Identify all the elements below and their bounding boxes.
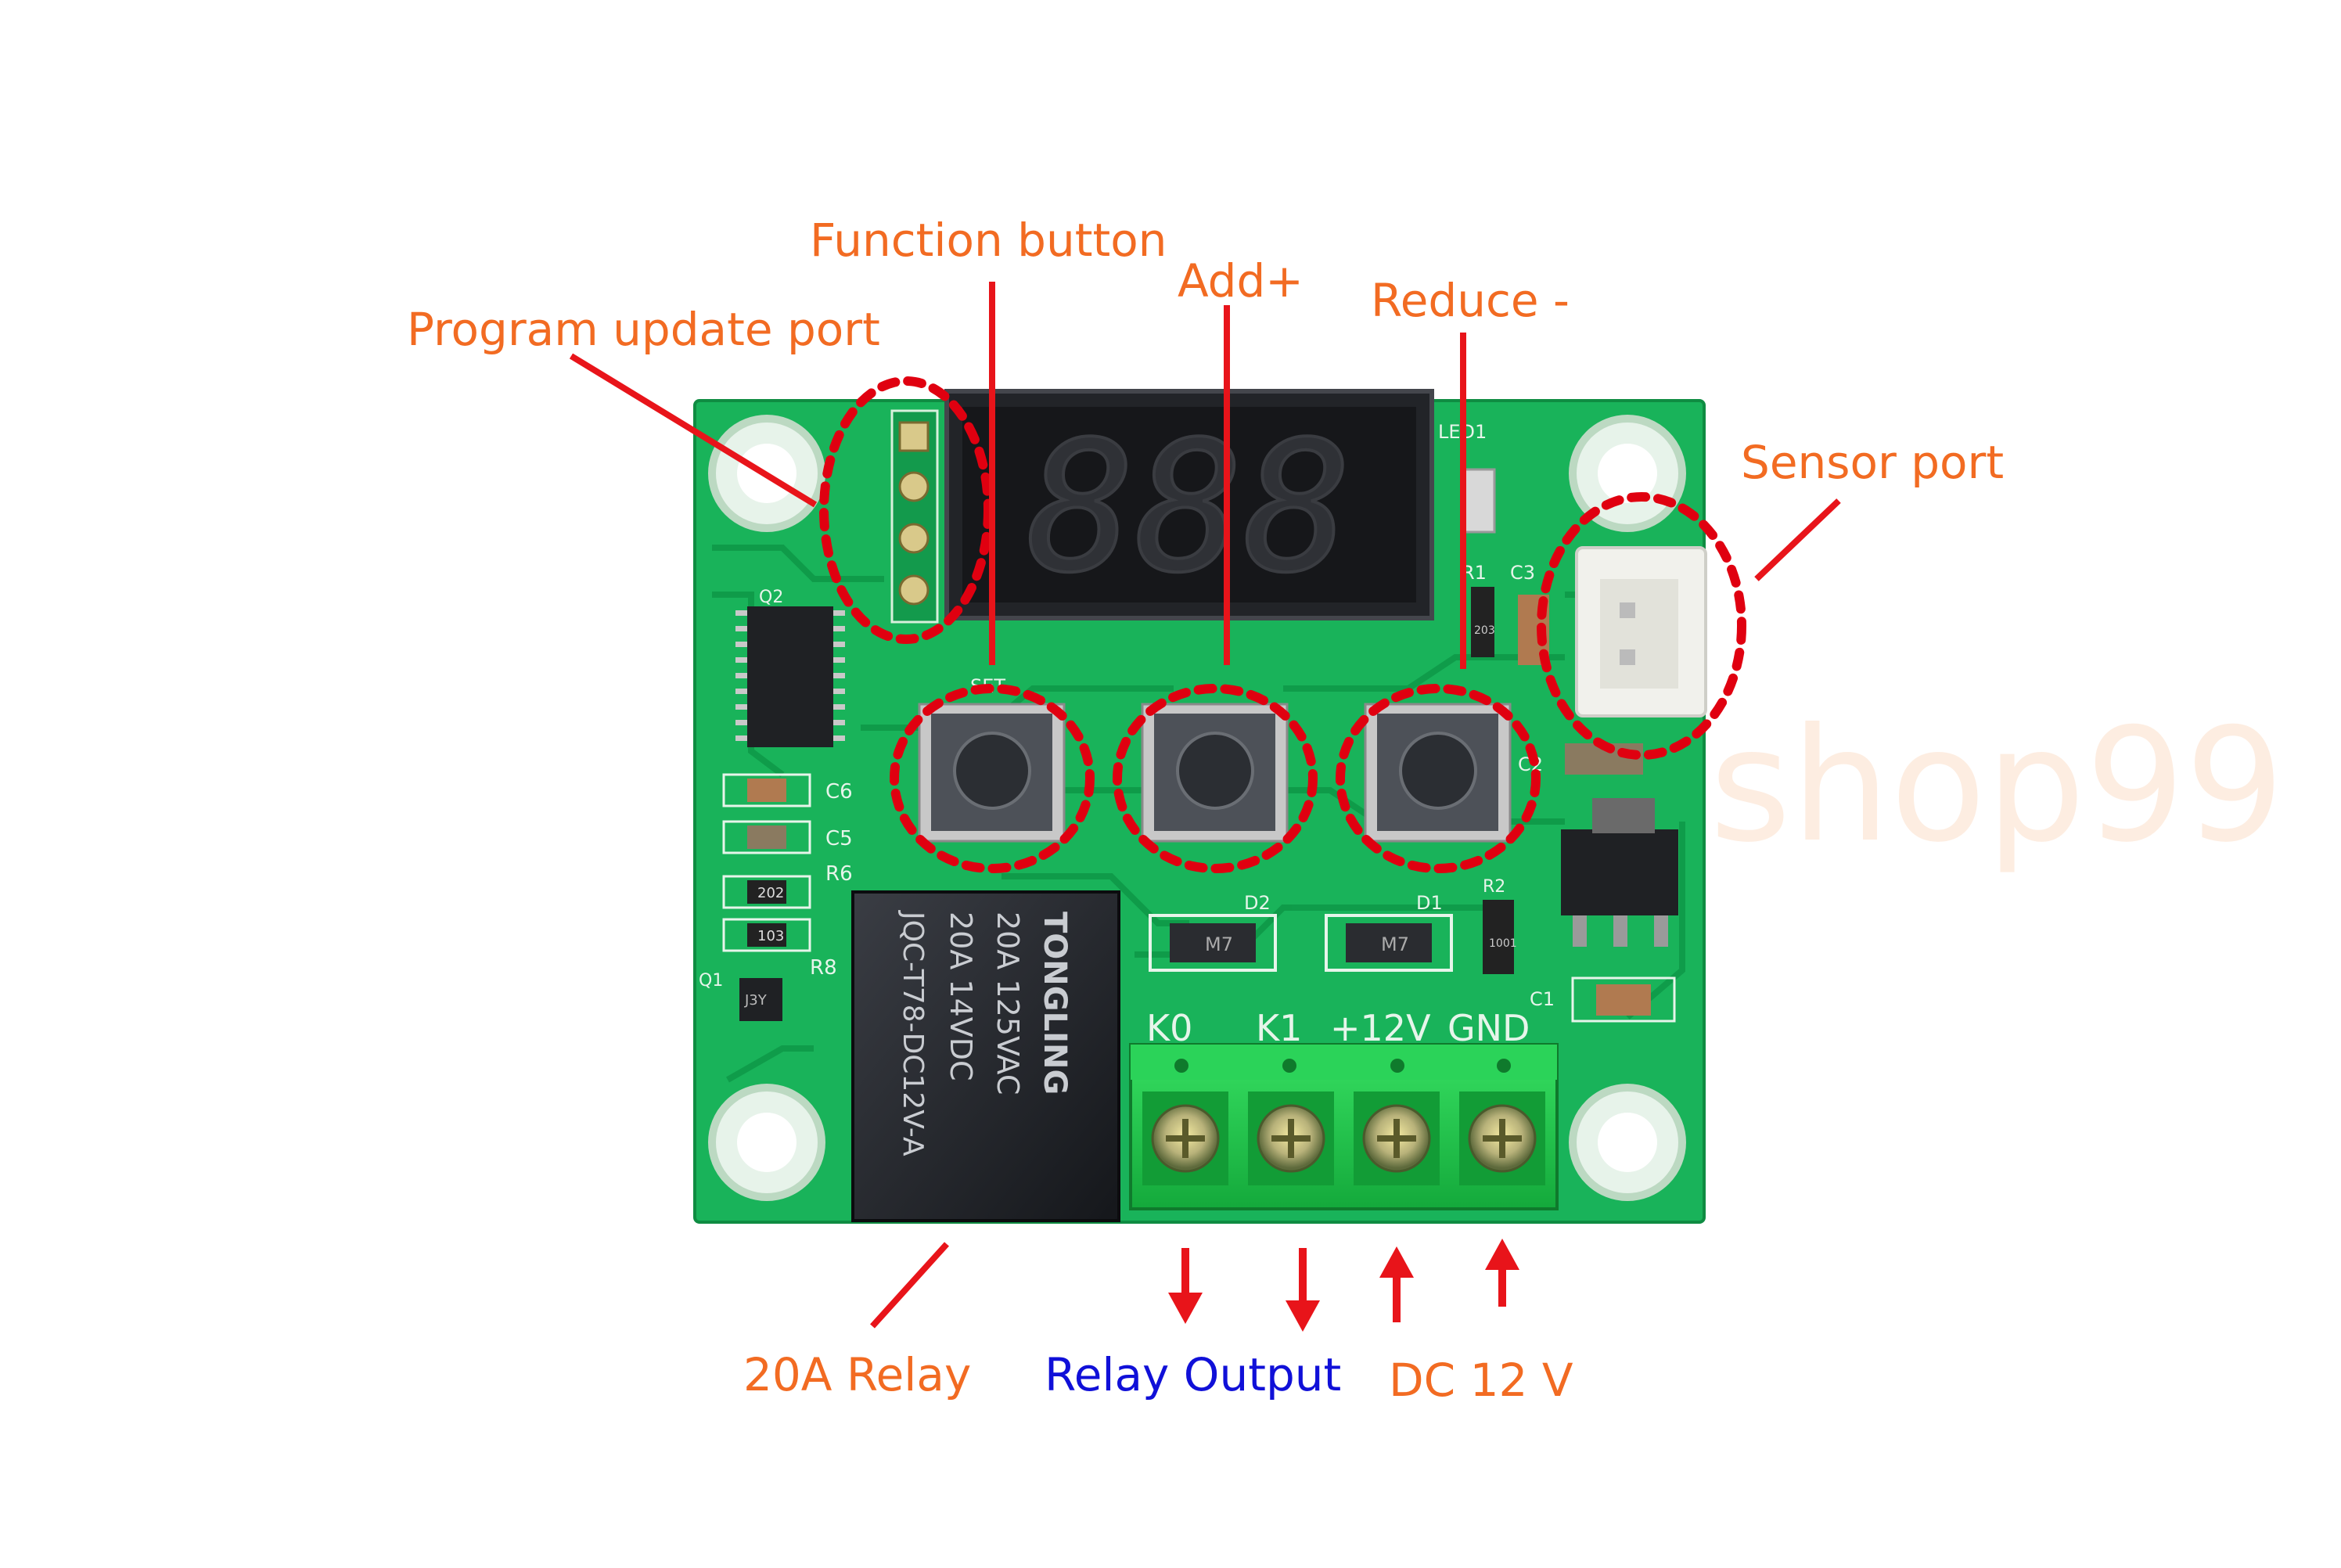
display-digits: 888 [1027, 404, 1351, 613]
silk-c1: C1 [1530, 988, 1555, 1010]
pointer-sensor-port [1754, 498, 1841, 581]
label-add: Add+ [1178, 254, 1304, 307]
header-pin-icon [898, 574, 930, 606]
button-cap-icon[interactable] [953, 732, 1031, 810]
tactile-button-add[interactable] [1141, 703, 1289, 843]
tactile-button-reduce[interactable] [1364, 703, 1512, 843]
dashed-highlights [819, 376, 1746, 873]
silk-q2: Q2 [759, 588, 783, 607]
arrow-down-k1-icon [1286, 1248, 1320, 1332]
silk-c5: C5 [825, 827, 853, 851]
button-cap-icon[interactable] [1399, 732, 1477, 810]
pointer-lines [569, 282, 1841, 1329]
arrow-up-12v-icon [1379, 1246, 1414, 1322]
label-20a-relay: 20A Relay [743, 1348, 972, 1401]
relay-rating-ac: 20A 125VAC [991, 912, 1025, 1095]
relay-model: JQC-T78-DC12V-A [897, 910, 929, 1156]
display-face [962, 407, 1416, 602]
silk-plus12v: +12V [1330, 1007, 1431, 1049]
terminal-screw-k1-icon[interactable] [1257, 1104, 1325, 1173]
sensor-port-highlight [1537, 492, 1746, 760]
arrow-up-gnd-icon [1485, 1239, 1519, 1307]
silk-c6: C6 [825, 780, 853, 804]
seven-segment-display: 888 [944, 389, 1434, 620]
voltage-regulator [1561, 829, 1678, 915]
arrow-down-k0-icon [1168, 1248, 1203, 1324]
silk-r8: R8 [810, 956, 837, 980]
mounting-hole-inner-icon [1598, 1113, 1657, 1172]
tactile-button-set[interactable]: SET [918, 675, 1066, 843]
silk-q1: Q1 [699, 971, 723, 991]
mounting-hole-inner-icon [737, 1113, 797, 1172]
resistor-1001-marking: 1001 [1489, 937, 1517, 950]
label-program-update-port: Program update port [407, 303, 880, 356]
header-pin-icon [898, 523, 930, 554]
diode-d1-marking: M7 [1381, 933, 1409, 955]
label-reduce: Reduce - [1371, 274, 1570, 327]
terminal-screw-gnd-icon[interactable] [1468, 1104, 1537, 1173]
silk-k0: K0 [1146, 1007, 1192, 1049]
terminal-block [1129, 1043, 1559, 1210]
pointer-relay [870, 1242, 949, 1329]
program-port-highlight [819, 376, 993, 644]
silk-r6: R6 [825, 862, 853, 886]
sensor-connector[interactable] [1575, 546, 1707, 717]
relay-rating-dc: 20A 14VDC [944, 912, 978, 1081]
watermark: shop99 [1710, 695, 2285, 877]
silk-k1: K1 [1256, 1007, 1302, 1049]
header-pin-icon [898, 421, 930, 452]
ic-chip-q2: Q2 [735, 588, 845, 747]
reduce-button-highlight [1336, 684, 1541, 873]
silk-r2: R2 [1483, 877, 1505, 897]
mounting-holes [708, 415, 1686, 1201]
function-button-highlight [890, 684, 1095, 873]
add-button-highlight [1113, 684, 1318, 873]
ic-body [747, 606, 833, 747]
smd-parts-left: C6 C5 202 R6 103 R8 Q1 J3Y [699, 773, 853, 1021]
silk-d2: D2 [1244, 892, 1271, 914]
label-function-button: Function button [810, 214, 1167, 267]
pointer-program-port [569, 353, 818, 508]
program-header [890, 409, 939, 624]
mounting-hole-inner-icon [1598, 444, 1657, 503]
terminal-labels: K0 K1 +12V GND [1146, 1007, 1530, 1049]
silk-c3: C3 [1510, 562, 1535, 584]
relay-body [851, 890, 1120, 1222]
transistor-j3y-marking: J3Y [744, 992, 768, 1009]
diode-d2-marking: M7 [1205, 933, 1233, 955]
silk-d1: D1 [1416, 892, 1443, 914]
resistor-203-marking: 203 [1474, 624, 1495, 637]
diodes: M7 D2 M7 D1 1001 R2 [1149, 877, 1517, 974]
resistor-202-marking: 202 [757, 885, 784, 901]
relay-brand: TONGLING [1037, 912, 1073, 1095]
pcb: 888 Q2 C6 C5 202 R6 [693, 389, 1707, 1224]
terminal-arrows [1168, 1239, 1519, 1332]
header-pin-icon [898, 471, 930, 502]
relay: TONGLING 20A 125VAC 20A 14VDC JQC-T78-DC… [851, 890, 1120, 1222]
terminal-screw-12v-icon[interactable] [1362, 1104, 1431, 1173]
label-relay-output: Relay Output [1045, 1348, 1342, 1401]
terminal-screw-k0-icon[interactable] [1151, 1104, 1220, 1173]
resistor-103-marking: 103 [757, 928, 784, 944]
label-sensor-port: Sensor port [1741, 436, 2005, 489]
label-dc-12v: DC 12 V [1389, 1354, 1573, 1407]
button-cap-icon[interactable] [1176, 732, 1254, 810]
silk-gnd: GND [1447, 1007, 1530, 1049]
